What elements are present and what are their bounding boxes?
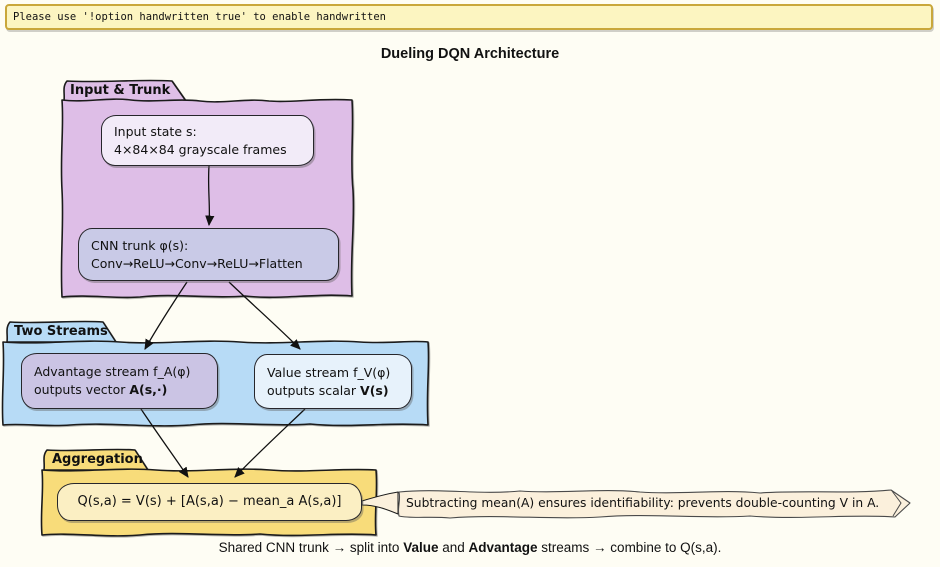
group-two-streams-tab-shape	[6, 320, 117, 343]
group-label-input-trunk: Input & Trunk	[70, 83, 171, 98]
caption-value-bold: Value	[403, 540, 439, 555]
caption-advantage-bold: Advantage	[468, 540, 538, 555]
note-connector	[361, 491, 399, 515]
input-state-line1: Input state s:	[114, 123, 197, 139]
cnn-trunk-line2: Conv→ReLU→Conv→ReLU→Flatten	[91, 255, 303, 271]
arrow-input-to-cnn	[205, 165, 215, 227]
advantage-line2: outputs vector A(s,·)	[34, 381, 205, 399]
group-aggregation-tab-shape	[43, 448, 149, 471]
arrow-cnn-to-value	[228, 281, 301, 350]
input-state-line2: 4×84×84 grayscale frames	[114, 141, 287, 157]
node-value-stream: Value stream f_V(φ) outputs scalar V(s)	[254, 354, 412, 409]
node-input-state: Input state s: 4×84×84 grayscale frames	[101, 115, 314, 166]
diagram-title: Dueling DQN Architecture	[380, 46, 560, 62]
arrow-cnn-to-advantage	[144, 281, 188, 350]
value-line2-prefix: outputs scalar	[267, 382, 361, 398]
group-label-two-streams: Two Streams	[14, 324, 108, 339]
cnn-trunk-line1: CNN trunk φ(s):	[91, 237, 189, 253]
advantage-line2-prefix: outputs vector	[34, 382, 130, 397]
caption-part5: streams → combine to Q(s,a).	[537, 540, 722, 555]
value-line2-bold: V(s)	[360, 382, 389, 398]
caption-part1: Shared CNN trunk → split into	[218, 540, 404, 555]
caption-part3: and	[438, 540, 469, 555]
group-label-aggregation: Aggregation	[52, 452, 143, 467]
advantage-line1: Advantage stream f_A(φ)	[34, 364, 191, 379]
node-advantage-stream: Advantage stream f_A(φ) outputs vector A…	[21, 353, 218, 409]
note-fold-icon	[891, 490, 902, 517]
value-line2: outputs scalar V(s)	[267, 382, 399, 400]
q-formula-text: Q(s,a) = V(s) + [A(s,a) − mean_a A(s,a)]	[77, 494, 342, 509]
arrow-advantage-to-q	[140, 408, 189, 478]
arrow-value-to-q	[234, 408, 306, 478]
node-q-formula: Q(s,a) = V(s) + [A(s,a) − mean_a A(s,a)]	[57, 483, 362, 521]
diagram-caption: Shared CNN trunk → split into Value and …	[0, 540, 940, 555]
advantage-line2-bold: A(s,·)	[129, 382, 168, 397]
value-line1: Value stream f_V(φ)	[267, 364, 391, 380]
node-cnn-trunk: CNN trunk φ(s): Conv→ReLU→Conv→ReLU→Flat…	[78, 228, 339, 281]
note-text: Subtracting mean(A) ensures identifiabil…	[406, 496, 880, 510]
note-shape	[397, 489, 911, 519]
plantuml-option-banner: Please use '!option handwritten true' to…	[5, 4, 933, 30]
group-input-trunk-tab-shape	[63, 79, 187, 102]
